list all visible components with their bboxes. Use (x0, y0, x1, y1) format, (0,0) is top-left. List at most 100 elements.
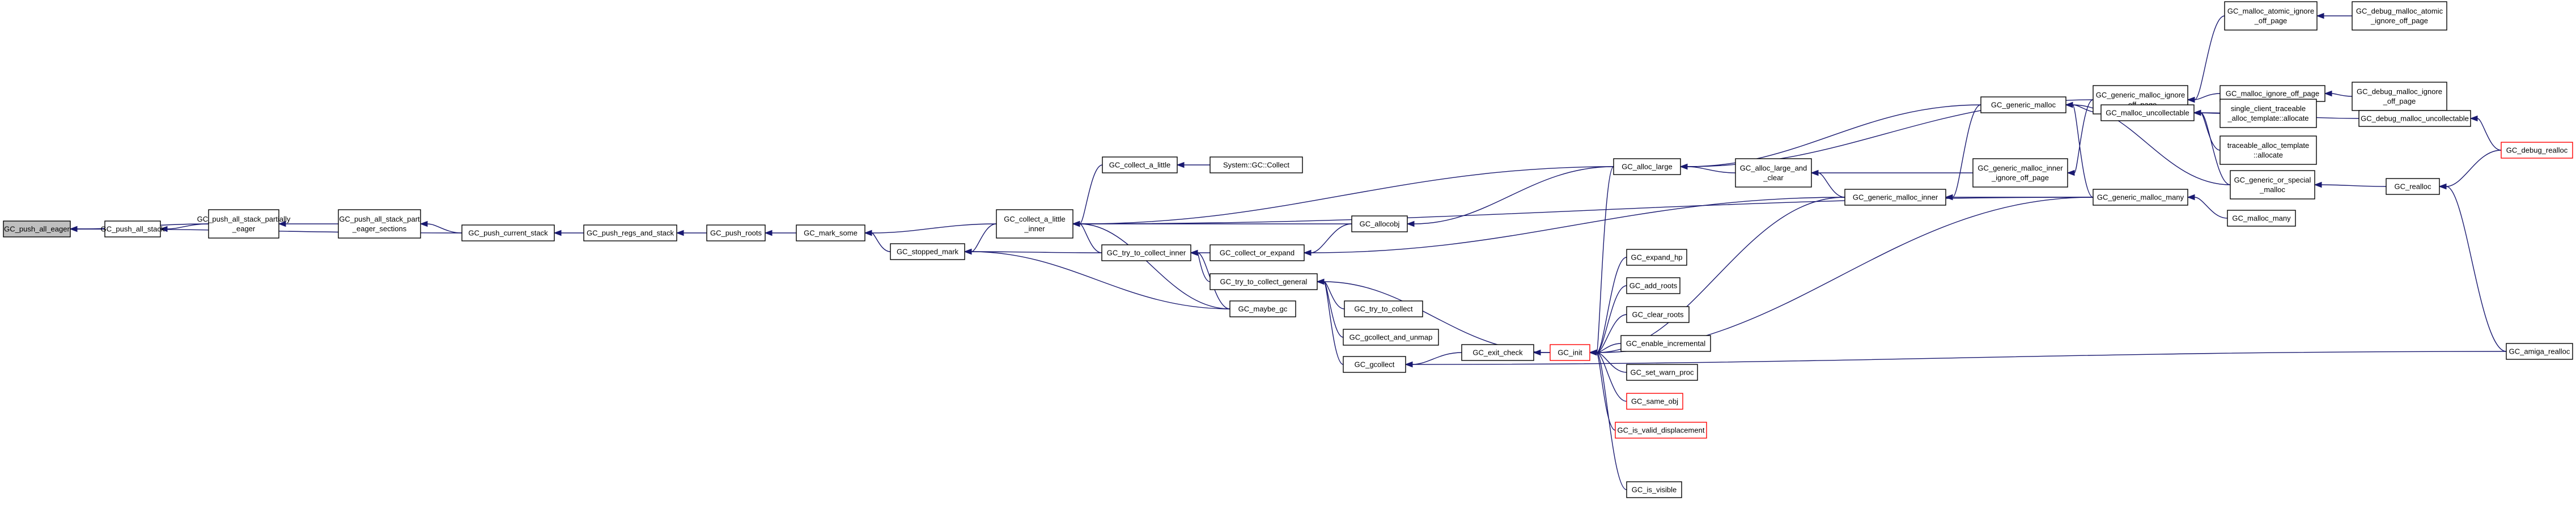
function-node[interactable]: GC_same_obj (1626, 393, 1683, 410)
function-node[interactable]: GC_debug_malloc_atomic_ignore_off_page (2352, 1, 2447, 31)
function-node[interactable]: GC_collect_or_expand (1210, 244, 1305, 261)
function-node[interactable]: GC_is_visible (1626, 481, 1682, 498)
call-edge (1945, 194, 2093, 201)
function-node-box (1613, 158, 1681, 175)
call-edge (1303, 197, 1845, 256)
arrowhead (964, 248, 972, 255)
arrowhead (1190, 249, 1198, 256)
function-node[interactable]: GC_allocobj (1351, 215, 1408, 232)
function-node[interactable]: GC_debug_realloc (2501, 142, 2573, 159)
function-node[interactable]: GC_malloc_uncollectable (2100, 104, 2195, 121)
function-node-box (1101, 244, 1191, 261)
function-node[interactable]: GC_push_all_stack (101, 220, 165, 237)
function-node-box (2506, 343, 2573, 360)
arrowhead (553, 230, 562, 236)
function-node[interactable]: GC_alloc_large_and_clear (1735, 158, 1812, 188)
function-node[interactable]: GC_push_roots (706, 224, 766, 241)
function-node-box (3, 220, 71, 237)
call-edge (2469, 115, 2502, 151)
function-node-box (2501, 142, 2573, 159)
call-edge-line (1596, 314, 1627, 353)
function-node[interactable]: GC_clear_roots (1626, 306, 1690, 323)
function-node[interactable]: GC_try_to_collect (1344, 300, 1423, 317)
function-name: GC_clear_roots (1632, 311, 1684, 319)
function-node[interactable]: GC_collect_a_little_inner (996, 209, 1073, 239)
function-node[interactable]: GC_stopped_mark (890, 243, 965, 260)
call-edge-line (1323, 281, 1344, 338)
function-node[interactable]: GC_realloc (2386, 178, 2440, 195)
call-edge-line (2194, 15, 2225, 100)
function-node[interactable]: GC_generic_malloc_many (2093, 189, 2188, 206)
function-node-box (1344, 300, 1423, 317)
arrowhead (2065, 101, 2073, 108)
call-edge (2193, 109, 2231, 185)
function-node[interactable]: GC_push_regs_and_stack (583, 224, 677, 241)
function-node[interactable]: traceable_alloc_template::allocate (2219, 135, 2317, 165)
function-node[interactable]: GC_generic_or_special_malloc (2230, 170, 2315, 200)
arrowhead (1406, 220, 1415, 227)
function-node[interactable]: GC_collect_a_little (1102, 156, 1178, 173)
function-node-box (2224, 1, 2318, 31)
function-node[interactable]: GC_debug_malloc_ignore_off_page (2352, 82, 2447, 111)
function-node[interactable]: GC_amiga_realloc (2506, 343, 2573, 360)
function-node[interactable]: GC_generic_malloc_inner_ignore_off_page (1972, 158, 2068, 188)
call-edge (1406, 166, 1614, 227)
function-node[interactable]: GC_generic_malloc_inner (1844, 189, 1946, 206)
function-name: _malloc (2259, 185, 2285, 194)
function-node[interactable]: single_client_traceable_alloc_template::… (2219, 99, 2317, 128)
call-edge-line (2072, 104, 2094, 198)
function-node[interactable]: GC_gcollect_and_unmap (1343, 329, 1439, 346)
function-node[interactable]: GC_gcollect (1343, 356, 1406, 373)
arrowhead (1316, 278, 1325, 285)
function-node[interactable]: GC_mark_some (796, 224, 865, 241)
function-node[interactable]: GC_is_valid_displacement (1615, 422, 1707, 439)
call-edge (2314, 181, 2387, 188)
function-node[interactable]: GC_push_all_stack_partially_eager (197, 209, 291, 239)
function-node[interactable]: GC_alloc_large (1613, 158, 1681, 175)
function-node-box (2219, 99, 2317, 128)
function-name: _eager_sections (352, 224, 407, 233)
call-edge-line (2200, 112, 2231, 185)
call-edge-line (971, 251, 1102, 253)
function-node[interactable]: GC_debug_malloc_uncollectable (2358, 110, 2471, 127)
function-name: GC_gcollect (1355, 360, 1395, 369)
function-node-box (1626, 364, 1698, 381)
call-edge-line (1079, 223, 1102, 253)
function-name: GC_push_current_stack (468, 229, 548, 237)
call-edge-line (1310, 223, 1352, 253)
function-node[interactable]: GC_enable_incremental (1620, 335, 1711, 352)
function-node[interactable]: GC_generic_malloc (1980, 96, 2066, 113)
arrowhead (2066, 169, 2075, 176)
function-node-box (1626, 481, 1682, 498)
function-node[interactable]: GC_exit_check (1461, 344, 1534, 361)
function-node[interactable]: GC_try_to_collect_general (1210, 273, 1318, 290)
call-edge-line (971, 223, 997, 252)
arrowhead (2324, 90, 2332, 97)
function-node[interactable]: GC_push_current_stack (461, 224, 555, 241)
function-node[interactable]: GC_init (1550, 344, 1590, 361)
function-node[interactable]: GC_expand_hp (1626, 249, 1687, 266)
function-node[interactable]: GC_push_all_eager (3, 220, 71, 237)
function-node[interactable]: GC_maybe_gc (1229, 300, 1296, 317)
function-name: GC_enable_incremental (1626, 339, 1705, 348)
function-node[interactable]: GC_malloc_atomic_ignore_off_page (2224, 1, 2318, 31)
function-node[interactable]: GC_push_all_stack_part_eager_sections (338, 209, 421, 239)
function-name: GC_init (1558, 349, 1582, 357)
function-node-box (796, 224, 865, 241)
function-name: GC_push_all_stack_part (339, 215, 420, 223)
arrowhead (69, 226, 78, 232)
function-node[interactable]: GC_add_roots (1626, 277, 1680, 294)
call-edge-line (1596, 343, 1622, 353)
function-name: GC_exit_check (1472, 349, 1523, 357)
call-edge (419, 220, 462, 234)
function-name: GC_allocobj (1360, 220, 1400, 228)
function-node-box (583, 224, 677, 241)
function-node[interactable]: GC_set_warn_proc (1626, 364, 1698, 381)
function-node[interactable]: GC_malloc_many (2227, 210, 2296, 227)
function-node[interactable]: System::GC::Collect (1210, 156, 1303, 173)
call-edge (864, 223, 997, 236)
function-node[interactable]: GC_try_to_collect_inner (1101, 244, 1191, 261)
function-node-box (996, 209, 1073, 239)
call-edge-line (1596, 352, 1616, 431)
